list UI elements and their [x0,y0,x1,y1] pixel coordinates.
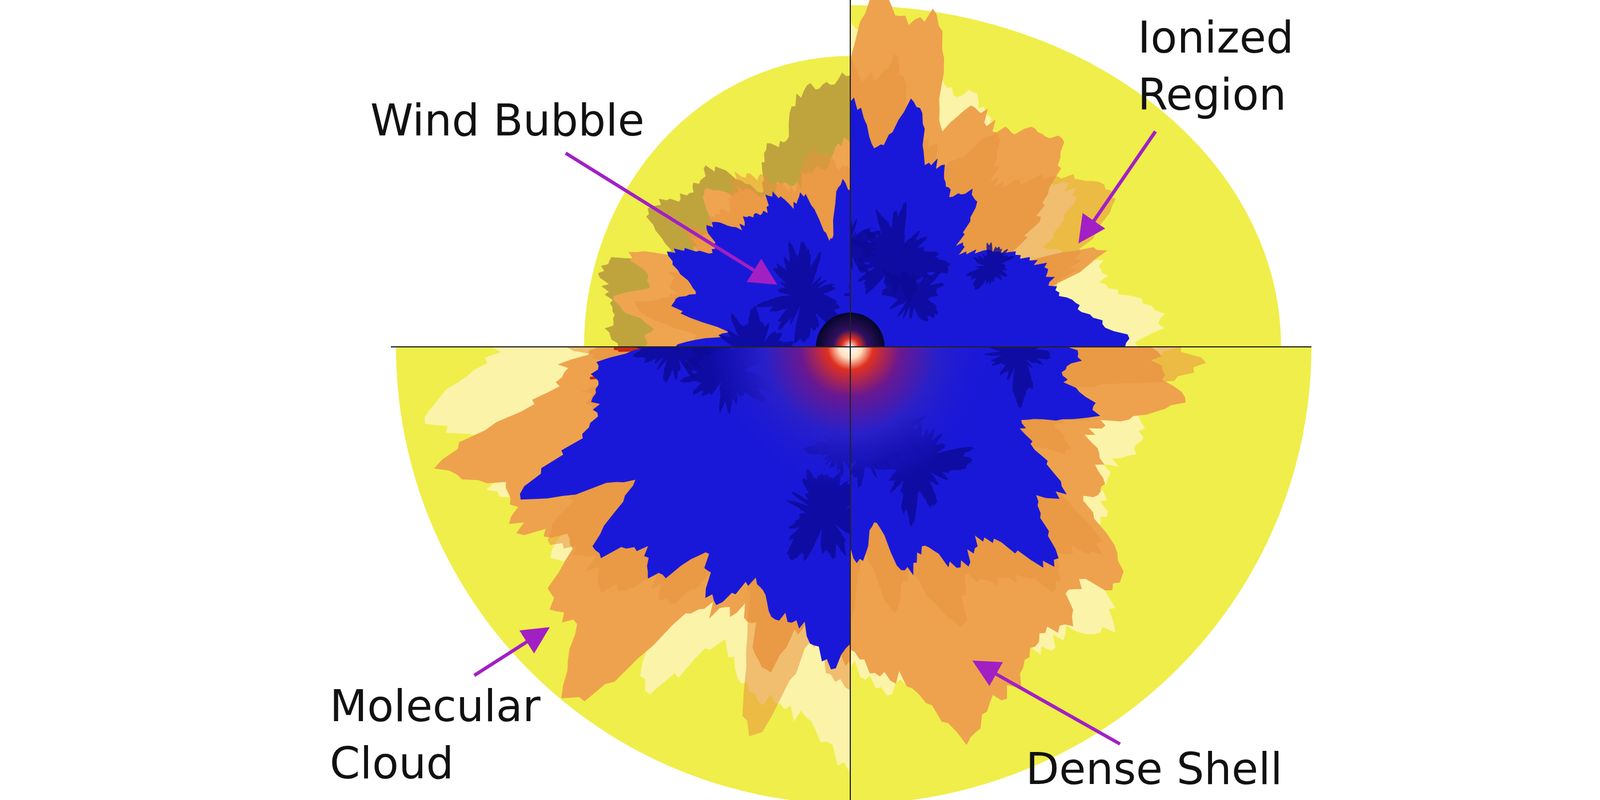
wind-bubble-area [850,346,1140,576]
wind-bubble-eddy [704,305,796,347]
leader-arrows [474,131,1156,744]
molecular-cloud-area [396,346,851,800]
region-label: Molecular Cloud [329,677,587,792]
ionized-region-shade [850,346,1272,715]
horizontal-axis [390,346,1312,348]
ionized-region-area [850,346,1186,746]
leader-arrow [565,153,772,282]
wind-bubble-area [520,346,851,670]
molecular-cloud-area [850,346,1312,800]
wind-bubble-area [850,97,1130,348]
simulation-quadrant [850,346,1312,800]
wind-bubble-eddy [850,202,951,304]
region-label: Dense Shell [1025,740,1426,798]
ionized-region-shade [633,145,851,347]
leader-arrow [978,664,1120,744]
central-star-region [816,312,851,347]
central-star-region [850,312,885,347]
wind-bubble-area [666,157,851,347]
leader-arrow [1082,131,1156,238]
ionized-region-area [850,0,1136,347]
central-star-region [707,346,851,490]
wind-bubble-eddy [984,346,1058,410]
label-holder: Wind Bubble [370,92,771,150]
label-holder: Molecular Cloud [329,677,587,792]
simulation-quadrant [396,346,851,800]
label-holder: Ionized Region [1137,9,1395,124]
region-label: Ionized Region [1137,9,1395,124]
central-star-region [850,346,994,490]
region-label: Wind Bubble [370,92,771,150]
wind-bubble-eddy [965,242,1015,291]
leader-arrow [474,630,544,676]
label-holder: Dense Shell [1025,740,1426,798]
vertical-axis [849,0,851,800]
